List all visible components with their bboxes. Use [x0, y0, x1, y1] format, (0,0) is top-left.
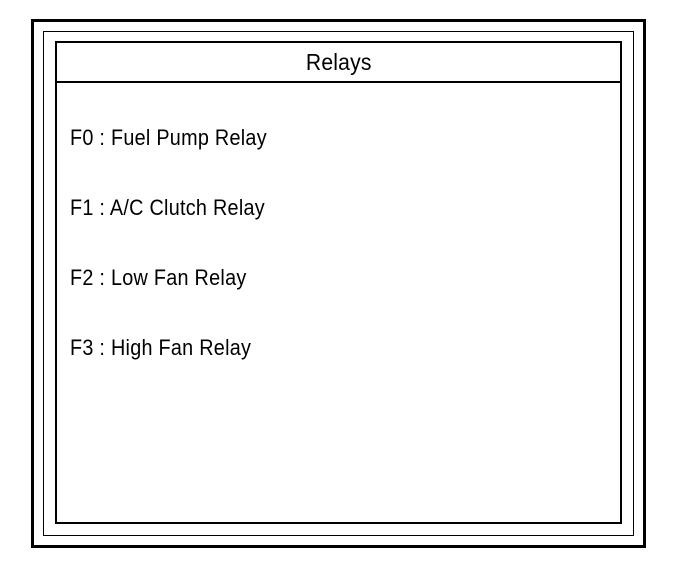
- list-item[interactable]: F2 : Low Fan Relay: [57, 243, 620, 313]
- list-item[interactable]: F3 : High Fan Relay: [57, 313, 620, 383]
- relays-panel: Relays F0 : Fuel Pump Relay F1 : A/C Clu…: [55, 41, 622, 524]
- panel-body: F0 : Fuel Pump Relay F1 : A/C Clutch Rel…: [57, 83, 620, 522]
- list-item[interactable]: F1 : A/C Clutch Relay: [57, 173, 620, 243]
- relay-label: F0 : Fuel Pump Relay: [70, 125, 267, 150]
- relay-label: F2 : Low Fan Relay: [70, 265, 247, 290]
- outer-frame: Relays F0 : Fuel Pump Relay F1 : A/C Clu…: [31, 19, 646, 548]
- middle-frame: Relays F0 : Fuel Pump Relay F1 : A/C Clu…: [43, 31, 634, 536]
- panel-title: Relays: [305, 48, 372, 75]
- panel-title-bar: Relays: [57, 43, 620, 83]
- relay-list: F0 : Fuel Pump Relay F1 : A/C Clutch Rel…: [57, 103, 620, 383]
- relay-label: F1 : A/C Clutch Relay: [70, 195, 265, 220]
- list-item[interactable]: F0 : Fuel Pump Relay: [57, 103, 620, 173]
- relay-label: F3 : High Fan Relay: [70, 335, 252, 360]
